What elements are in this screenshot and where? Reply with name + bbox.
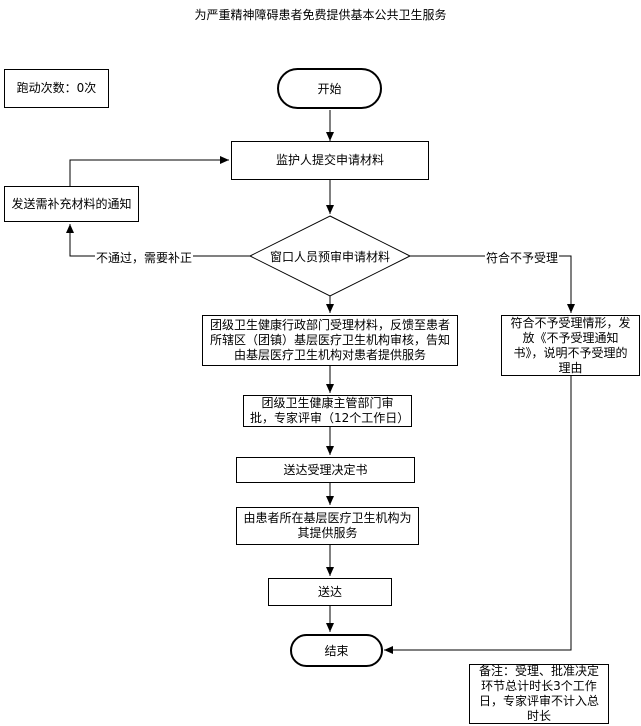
submit-application-box: 监护人提交申请材料 [231, 141, 429, 180]
accept-box: 团级卫生健康行政部门受理材料，反馈至患者所辖区（团镇）基层医疗卫生机构审核，告知… [202, 315, 458, 366]
note-box: 备注：受理、批准决定环节总计时长3个工作日，专家评审不计入总时长 [469, 664, 609, 724]
approve-box: 团级卫生健康主管部门审批，专家评审（12个工作日） [243, 395, 412, 427]
run-count-box: 跑动次数：0次 [4, 69, 109, 108]
deliver-label: 送达 [317, 584, 342, 599]
deliver-decision-label: 送达受理决定书 [283, 462, 368, 477]
supplement-notice-box: 发送需补充材料的通知 [4, 186, 139, 222]
review-decision-label: 窗口人员预审申请材料 [269, 250, 390, 264]
approve-label: 团级卫生健康主管部门审批，专家评审（12个工作日） [250, 396, 410, 425]
start-label: 开始 [317, 82, 342, 96]
arrow-reject-end [384, 376, 572, 654]
deliver-box: 送达 [268, 578, 392, 606]
supplement-notice-label: 发送需补充材料的通知 [11, 196, 132, 211]
review-decision-diamond [248, 215, 412, 297]
end-node: 结束 [290, 634, 383, 667]
reject-box: 符合不予受理情形，发放《不予受理通知书》，说明不予受理的理由 [501, 315, 640, 376]
note-label: 备注：受理、批准决定环节总计时长3个工作日，专家评审不计入总时长 [478, 664, 599, 723]
accept-label: 团级卫生健康行政部门受理材料，反馈至患者所辖区（团镇）基层医疗卫生机构审核，告知… [209, 318, 450, 362]
end-label: 结束 [324, 644, 349, 658]
start-node: 开始 [277, 68, 382, 109]
page-title: 为严重精神障碍患者免费提供基本公共卫生服务 [194, 8, 447, 22]
submit-application-label: 监护人提交申请材料 [275, 153, 384, 167]
deliver-decision-box: 送达受理决定书 [236, 457, 415, 483]
arrow-review-reject [410, 255, 575, 313]
provide-service-label: 由患者所在基层医疗卫生机构为其提供服务 [243, 511, 412, 540]
run-count-label: 跑动次数：0次 [16, 81, 97, 95]
edge-label-not-passed: 不通过，需要补正 [95, 249, 194, 266]
edge-label-no-accept: 符合不予受理 [485, 249, 560, 266]
arrow-supplement-submit [69, 156, 229, 186]
provide-service-box: 由患者所在基层医疗卫生机构为其提供服务 [236, 507, 419, 545]
reject-label: 符合不予受理情形，发放《不予受理通知书》，说明不予受理的理由 [510, 315, 631, 375]
